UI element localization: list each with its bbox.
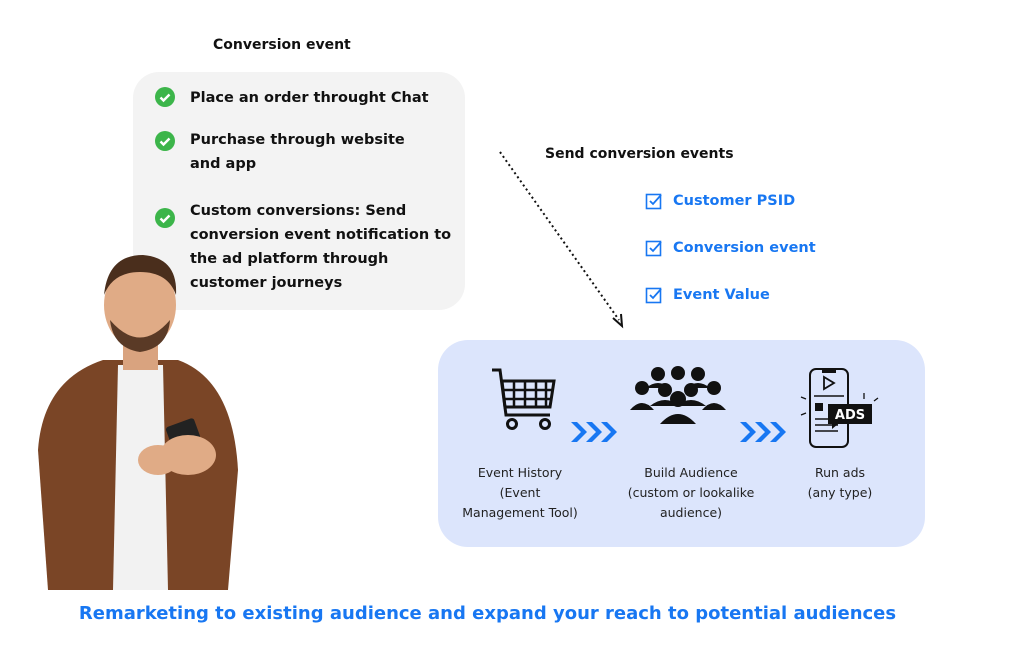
checkbox-checked-icon [645, 240, 662, 257]
send-events-title: Send conversion events [545, 146, 734, 162]
chevrons-right-icon [571, 422, 617, 442]
chevrons-right-icon [740, 422, 786, 442]
conversion-item: Place an order throught Chat [190, 90, 429, 106]
step-label-event-history: Event History(Event Management Tool) [462, 465, 578, 520]
send-item: Event Value [645, 286, 770, 304]
ads-badge-text: ADS [835, 408, 865, 423]
conversion-item: Custom conversions: Send conversion even… [190, 203, 452, 291]
send-item-label: Conversion event [673, 240, 816, 256]
check-circle-icon [155, 131, 175, 151]
checkbox-checked-icon [645, 287, 662, 304]
dotted-arrow-icon [499, 151, 624, 329]
check-circle-icon [155, 208, 175, 228]
conversion-event-title: Conversion event [213, 37, 351, 53]
send-item: Customer PSID [645, 192, 795, 210]
checkbox-checked-icon [645, 193, 662, 210]
send-item: Conversion event [645, 239, 816, 257]
audience-group-icon [630, 366, 726, 424]
ads-phone-icon: ADS [800, 368, 879, 448]
step-label-build-audience: Build Audience(custom or lookalike audie… [627, 465, 755, 520]
conversion-event-panel [133, 72, 465, 310]
tagline: Remarketing to existing audience and exp… [78, 603, 897, 624]
send-item-label: Customer PSID [673, 193, 796, 209]
person-with-phone-image [38, 255, 238, 590]
conversion-item: Purchase through website and app [190, 132, 405, 172]
step-label-run-ads: Run ads(any type) [807, 465, 873, 500]
shopping-cart-icon [492, 368, 556, 430]
check-circle-icon [155, 87, 175, 107]
send-item-label: Event Value [673, 287, 770, 303]
